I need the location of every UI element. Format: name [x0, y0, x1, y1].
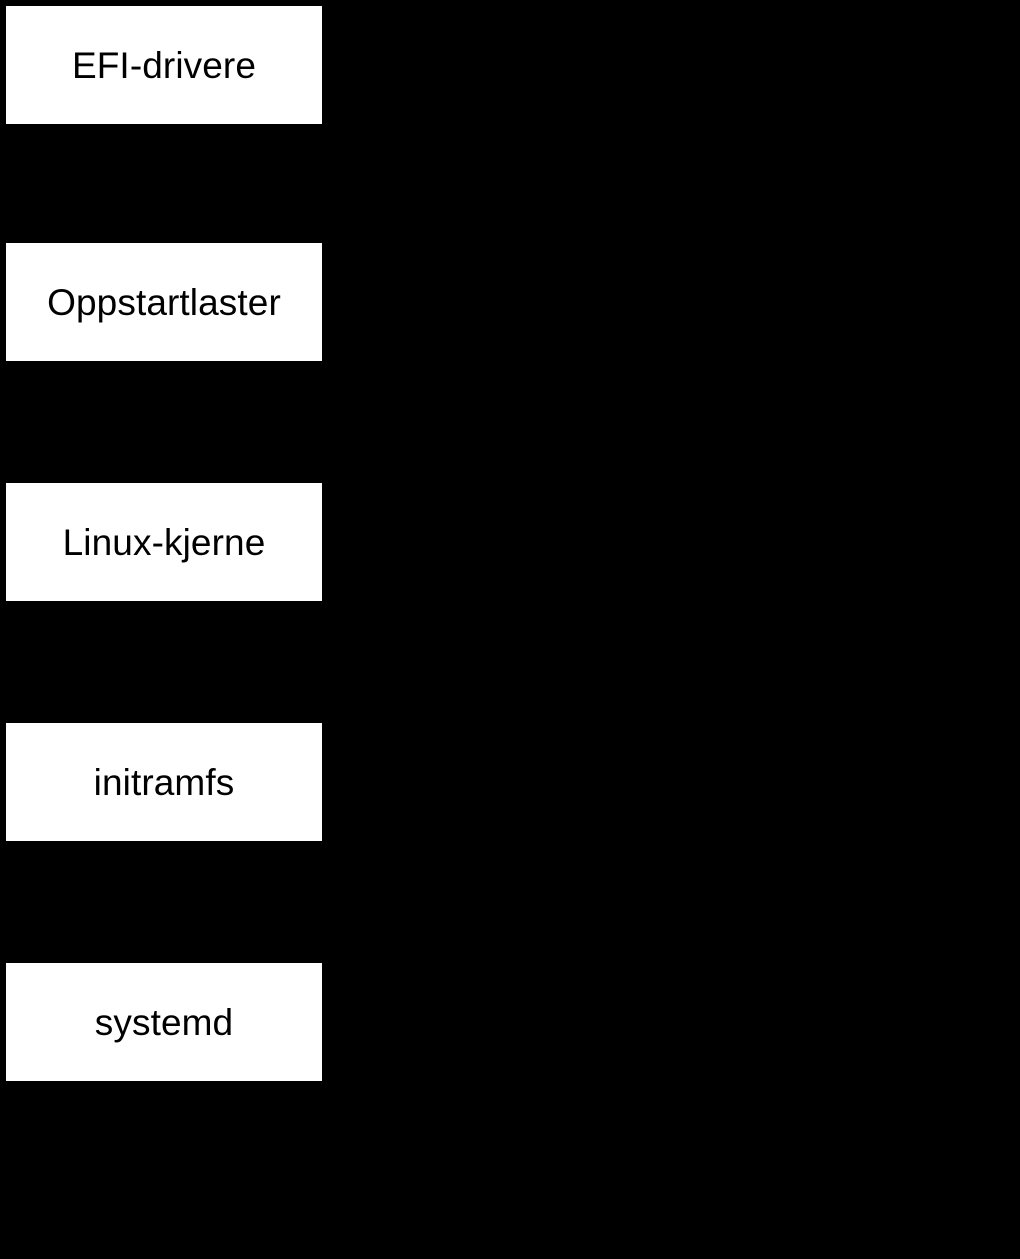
stage-box-initramfs[interactable]: initramfs — [6, 723, 322, 841]
stage-box-linux-kjerne[interactable]: Linux-kjerne — [6, 483, 322, 601]
stage-label: Oppstartlaster — [47, 281, 281, 323]
stage-box-oppstartlaster[interactable]: Oppstartlaster — [6, 243, 322, 361]
stage-label: systemd — [94, 1001, 234, 1043]
stage-box-efi-drivere[interactable]: EFI-drivere — [6, 6, 322, 124]
stage-label: EFI-drivere — [71, 44, 257, 86]
stage-label: Linux-kjerne — [62, 521, 266, 563]
empty-right-pane — [322, 0, 1020, 1259]
stage-label: initramfs — [93, 761, 235, 803]
stage-box-systemd[interactable]: systemd — [6, 963, 322, 1081]
